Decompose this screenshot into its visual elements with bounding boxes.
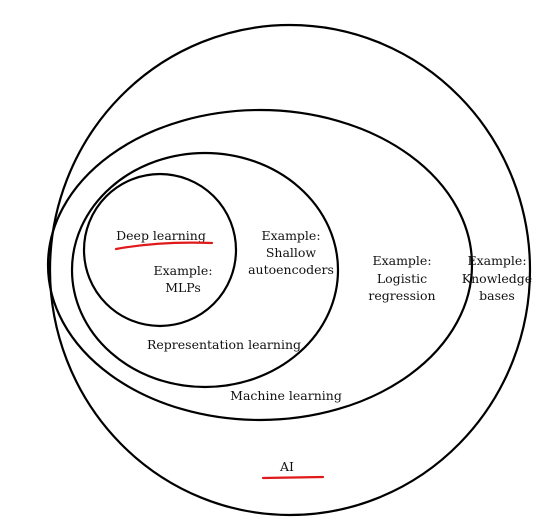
- deep-learning-example-heading: Example:: [153, 263, 212, 278]
- ai-ring: [48, 23, 532, 517]
- deep-learning-ring: [82, 172, 238, 328]
- deep-learning-example-name: MLPs: [165, 280, 201, 295]
- machine-learning-example-line-2: regression: [368, 288, 435, 303]
- machine-learning-example-line-1: Logistic: [377, 271, 427, 286]
- representation-learning-example-line-2: autoencoders: [248, 262, 334, 277]
- representation-learning-example-line-1: Shallow: [266, 245, 317, 260]
- representation-learning-label: Representation learning: [147, 337, 301, 352]
- representation-learning-ring: [70, 151, 340, 389]
- ai-example-line-2: bases: [479, 288, 515, 303]
- deep-learning-underline: [114, 241, 214, 251]
- machine-learning-ring: [46, 108, 474, 422]
- ai-example-heading: Example:: [467, 253, 526, 268]
- machine-learning-example-heading: Example:: [372, 253, 431, 268]
- deep-learning-label: Deep learning: [116, 228, 206, 243]
- machine-learning-label: Machine learning: [230, 388, 342, 403]
- ai-example-line-1: Knowledge: [462, 271, 532, 286]
- representation-learning-example-heading: Example:: [261, 228, 320, 243]
- ai-label: AI: [279, 459, 294, 474]
- ai-underline: [261, 475, 325, 480]
